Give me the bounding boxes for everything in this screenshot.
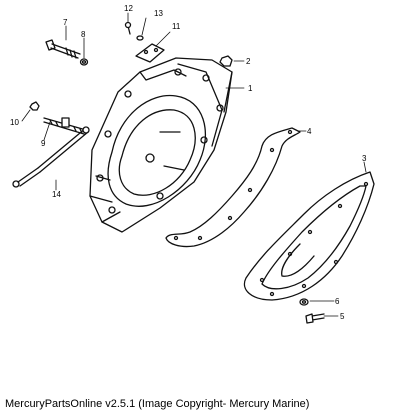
callout-4: 4: [307, 127, 312, 136]
callout-7: 7: [63, 18, 68, 27]
washer-8: [79, 58, 89, 66]
callout-3: 3: [362, 154, 367, 163]
callout-9: 9: [41, 139, 46, 148]
callout-8: 8: [81, 30, 86, 39]
washer-13: [136, 35, 144, 41]
screw-5: [305, 313, 325, 324]
callout-11: 11: [172, 22, 181, 31]
callout-13: 13: [154, 9, 163, 18]
inspection-cover-3: [243, 171, 375, 301]
nut-2: [219, 55, 233, 67]
bolt-7: [45, 39, 81, 59]
washer-6: [299, 298, 309, 306]
callout-10: 10: [10, 118, 19, 127]
callout-12: 12: [124, 4, 133, 13]
nut-10: [29, 101, 40, 111]
flywheel-housing: [89, 57, 233, 233]
callout-2: 2: [246, 57, 251, 66]
gasket-4: [165, 127, 301, 248]
callout-14: 14: [52, 190, 61, 199]
ground-strap-14: [12, 126, 90, 188]
screw-12: [124, 21, 132, 35]
callout-1: 1: [248, 84, 253, 93]
callout-6: 6: [335, 297, 340, 306]
callout-5: 5: [340, 312, 345, 321]
cover-plate: [135, 43, 165, 63]
leader-lines: [21, 12, 367, 317]
stud-9: [43, 117, 87, 135]
copyright-caption: MercuryPartsOnline v2.5.1 (Image Copyrig…: [5, 398, 310, 410]
